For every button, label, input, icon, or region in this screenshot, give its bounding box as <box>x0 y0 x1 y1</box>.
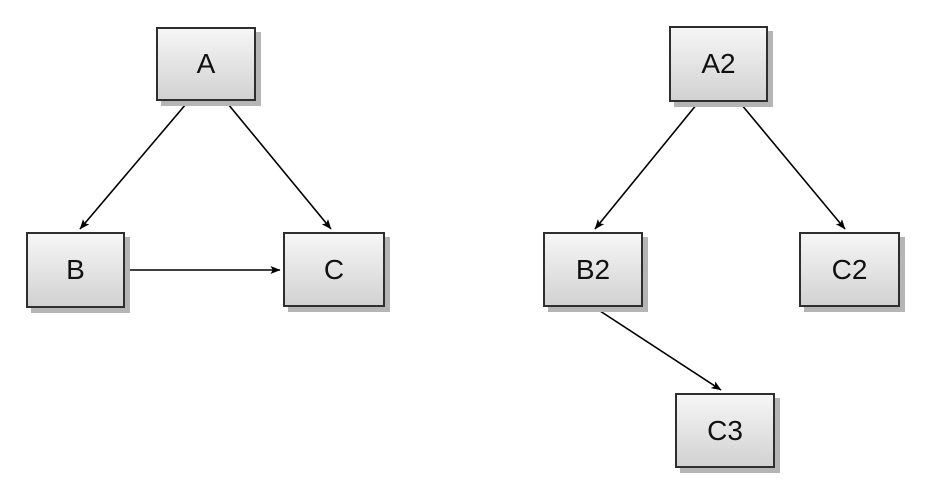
edge-A2-B2 <box>594 103 698 230</box>
node-B[interactable]: B <box>26 232 125 308</box>
node-C2[interactable]: C2 <box>799 232 900 307</box>
node-C-label: C <box>323 253 345 285</box>
node-B-label: B <box>66 254 85 285</box>
node-B2-label: B2 <box>575 253 611 285</box>
node-A[interactable]: A <box>156 27 256 101</box>
edge-B2-C3 <box>596 308 722 391</box>
edge-A-C <box>227 103 332 230</box>
node-C[interactable]: C <box>283 232 385 307</box>
node-C3[interactable]: C3 <box>675 393 775 468</box>
node-B2[interactable]: B2 <box>543 232 643 307</box>
edge-A2-C2 <box>740 103 846 230</box>
edge-A-B <box>79 103 187 230</box>
node-A2-label: A2 <box>701 48 736 79</box>
node-A2[interactable]: A2 <box>669 26 768 102</box>
node-A-label: A <box>196 48 216 79</box>
node-C2-label: C2 <box>831 253 868 285</box>
node-C3-label: C3 <box>707 414 743 446</box>
